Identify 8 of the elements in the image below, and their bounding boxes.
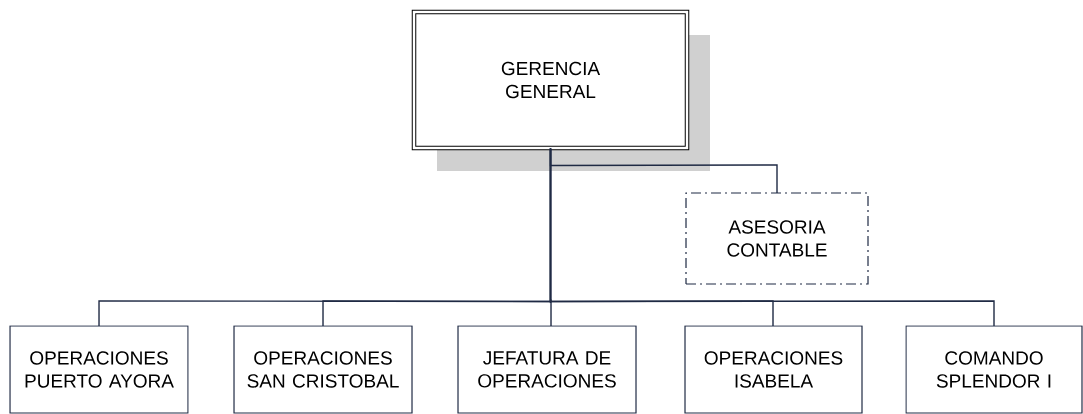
department-box: OPERACIONES ISABELA — [684, 325, 863, 414]
department-box: COMANDO SPLENDOR I — [905, 325, 1083, 414]
department-box: OPERACIONES SAN CRISTOBAL — [233, 325, 413, 414]
department-box: JEFATURA DE OPERACIONES — [457, 325, 637, 414]
advisory-box: ASESORIA CONTABLE — [685, 192, 869, 285]
management-box: GERENCIA GENERAL — [411, 9, 710, 171]
department-box: OPERACIONES PUERTO AYORA — [9, 325, 189, 414]
connector-line — [549, 147, 995, 327]
